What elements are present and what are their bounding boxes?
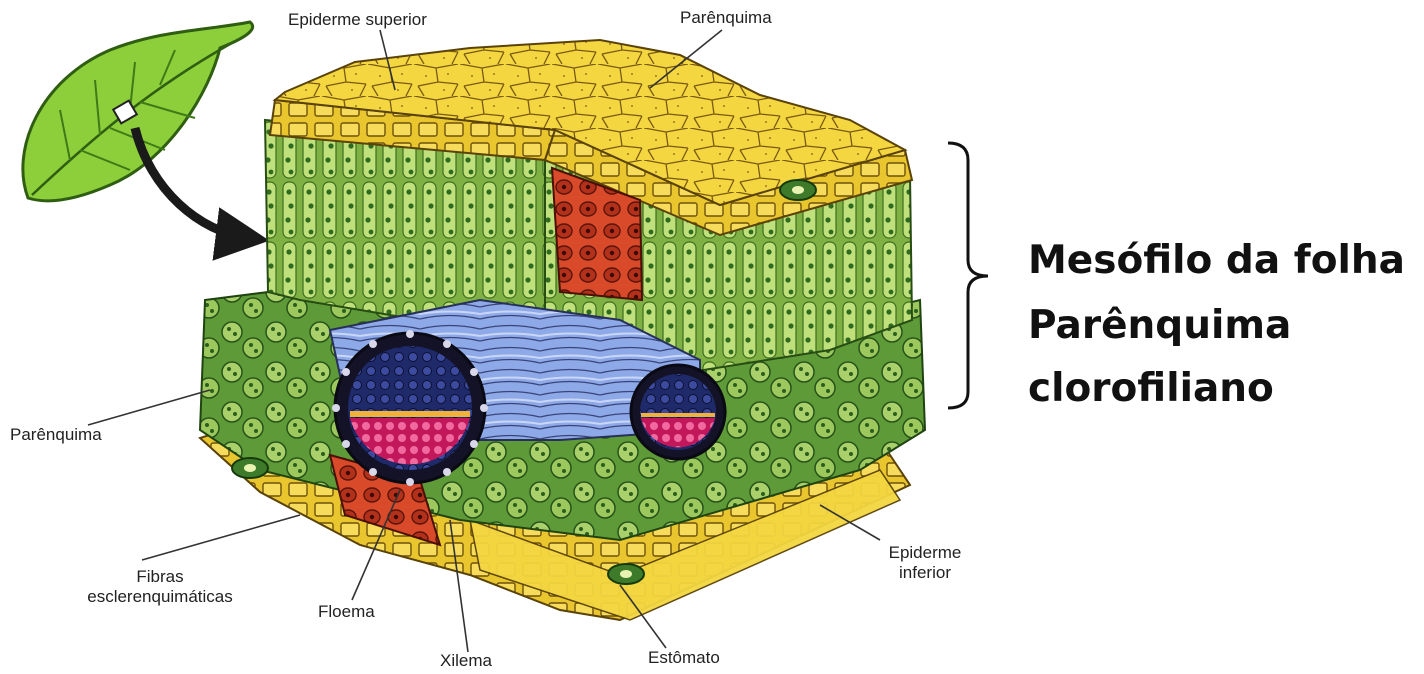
leaf-icon bbox=[23, 22, 253, 201]
label-parenquima-top: Parênquima bbox=[680, 8, 772, 28]
label-epiderme-inferior: Epiderme inferior bbox=[860, 543, 990, 583]
label-fibras-esclerenquimaticas: Fibras esclerenquimáticas bbox=[60, 567, 260, 607]
annotation-line-1: Mesófilo da folha bbox=[1028, 235, 1405, 287]
annotation-line-2: Parênquima bbox=[1028, 300, 1291, 352]
label-parenquima-left: Parênquima bbox=[10, 425, 102, 445]
label-epiderme-superior: Epiderme superior bbox=[288, 10, 427, 30]
label-fibras-line2: esclerenquimáticas bbox=[60, 587, 260, 607]
vascular-bundle-small bbox=[631, 365, 725, 459]
label-estomato: Estômato bbox=[648, 648, 720, 668]
label-fibras-line1: Fibras bbox=[60, 567, 260, 587]
label-epiderme-inferior-line1: Epiderme bbox=[860, 543, 990, 563]
label-xilema: Xilema bbox=[440, 651, 492, 671]
label-epiderme-inferior-line2: inferior bbox=[860, 563, 990, 583]
annotation-line-3: clorofiliano bbox=[1028, 363, 1274, 415]
label-floema: Floema bbox=[318, 602, 375, 622]
leader-fibras bbox=[142, 515, 300, 560]
leader-parenquima-left bbox=[88, 390, 210, 425]
mesophyll-bracket bbox=[948, 143, 988, 408]
